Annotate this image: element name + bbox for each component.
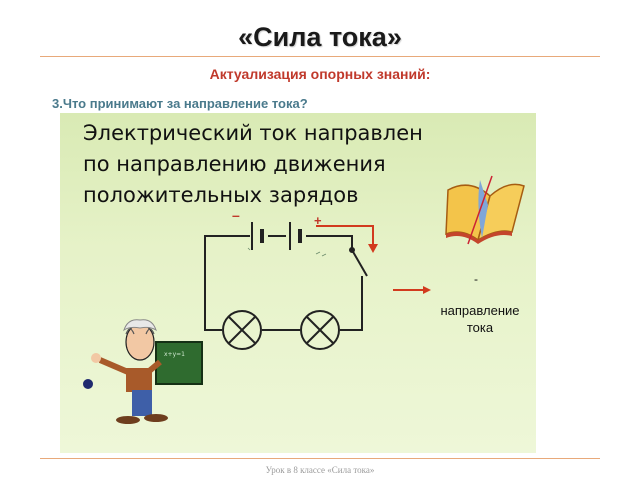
direction-dash: - <box>474 272 478 286</box>
slide-footer: Урок в 8 классе «Сила тока» <box>265 465 375 475</box>
arrow-icon <box>393 286 431 294</box>
circuit-wires <box>204 235 363 331</box>
plus-sign: + <box>314 213 322 228</box>
lamp-icon <box>300 310 340 350</box>
direction-label-line-1: направление <box>440 303 520 318</box>
lamp-icon <box>222 310 262 350</box>
statement-text: Электрический ток направлен по направлен… <box>83 118 523 211</box>
statement-line-3: положительных зарядов <box>83 183 359 207</box>
question-text: 3.Что принимают за направление тока? <box>52 96 308 111</box>
current-arrow <box>316 225 378 253</box>
statement-line-2: по направлению движения <box>83 152 386 176</box>
battery-icon <box>251 222 302 250</box>
slide-title: «Сила тока» <box>238 22 402 52</box>
book-icon <box>445 175 525 245</box>
minus-sign: – <box>232 207 240 223</box>
footer-divider <box>40 458 600 459</box>
svg-text:x+y=1: x+y=1 <box>164 351 185 358</box>
title-divider <box>40 56 600 57</box>
direction-label: направление тока <box>425 302 535 336</box>
professor-illustration: x+y=1 <box>83 319 203 424</box>
direction-label-line-2: тока <box>466 320 494 335</box>
slide-subtitle: Актуализация опорных знаний: <box>209 66 431 82</box>
statement-line-1: Электрический ток направлен <box>83 121 423 145</box>
switch-icon <box>349 247 368 277</box>
